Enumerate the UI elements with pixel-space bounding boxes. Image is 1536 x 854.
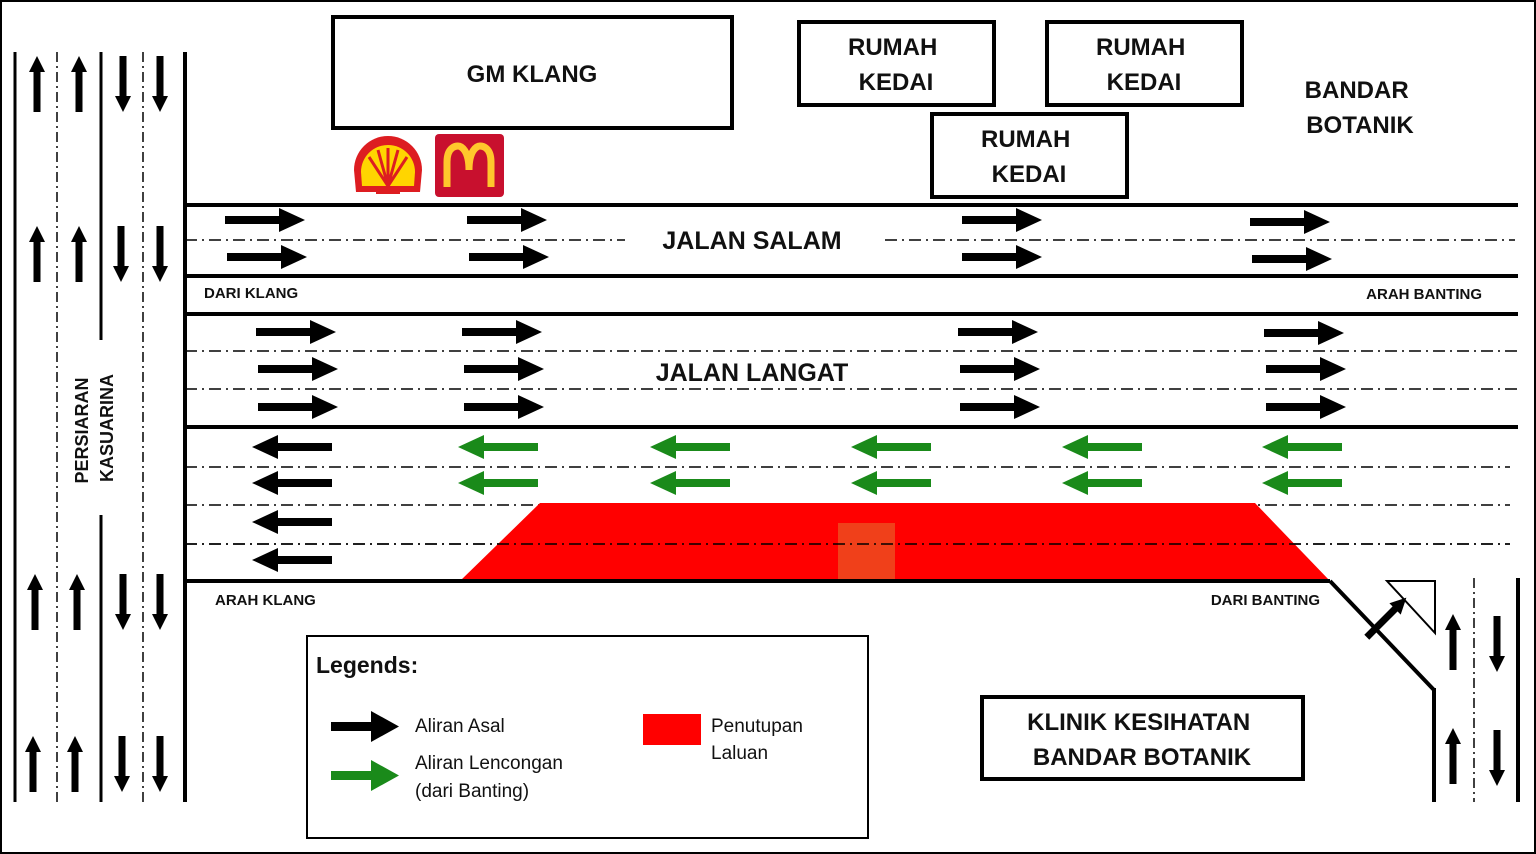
legend-box	[306, 635, 869, 839]
closure-marker	[838, 523, 895, 580]
rumah-kedai-building-1	[797, 20, 996, 107]
rumah-kedai-1-line1: RUMAH	[848, 34, 937, 61]
svg-text:Penutupan Laluan: Penutupan Laluan	[711, 716, 808, 764]
jalan-langat-label: JALAN LANGAT	[656, 359, 849, 387]
dari-banting-label: DARI BANTING	[1211, 592, 1320, 609]
klinik-line1: KLINIK KESIHATAN	[1027, 709, 1250, 736]
rumah-kedai-3-line1: RUMAH	[981, 126, 1070, 153]
rumah-kedai-building-3	[930, 112, 1129, 199]
legend-closure-line1: Penutupan	[711, 716, 803, 737]
svg-text:RUMAH KEDAI: RUMAH KEDAI	[848, 34, 944, 96]
jalan-salam-road	[185, 203, 1518, 278]
legend-detour-flow-line2: (dari Banting)	[415, 781, 529, 802]
rumah-kedai-1-line2: KEDAI	[859, 69, 934, 96]
svg-text:Aliran Lencongan (dari Ban: Aliran Lencongan (dari Banting)	[415, 753, 568, 802]
legend-original-flow-icon	[331, 711, 399, 742]
rumah-kedai-3-line2: KEDAI	[992, 161, 1067, 188]
klinik-line2: BANDAR BOTANIK	[1033, 744, 1252, 771]
rumah-kedai-building-2	[1045, 20, 1244, 107]
jalan-salam-label: JALAN SALAM	[662, 227, 841, 255]
arah-banting-label: ARAH BANTING	[1366, 286, 1482, 303]
gm-klang-label: GM KLANG	[467, 61, 598, 88]
bandar-botanik-line2: BOTANIK	[1306, 112, 1414, 139]
dari-klang-label: DARI KLANG	[204, 285, 298, 302]
bandar-botanik-line1: BANDAR	[1305, 77, 1409, 104]
legend-closure-swatch	[643, 714, 701, 745]
svg-text:KLINIK KESIHATAN BANDAR BO: KLINIK KESIHATAN BANDAR BOTANIK	[1027, 709, 1257, 771]
persiaran-label-line1: PERSIARAN	[72, 378, 92, 484]
arah-klang-label: ARAH KLANG	[215, 592, 316, 609]
svg-text:RUMAH KEDAI: RUMAH KEDAI	[1096, 34, 1192, 96]
rumah-kedai-2-line2: KEDAI	[1107, 69, 1182, 96]
klinik-building	[980, 695, 1305, 781]
svg-text:BANDAR BOTANIK: BANDAR BOTANIK	[1305, 77, 1416, 139]
svg-text:RUMAH KEDAI: RUMAH KEDAI	[981, 126, 1077, 188]
legend-title: Legends:	[316, 652, 418, 678]
gm-klang-building	[331, 15, 734, 130]
legend-detour-flow-icon	[331, 760, 399, 791]
svg-text:PERSIARAN KASUARINA: PERSIARAN KASUARINA	[72, 372, 117, 483]
shell-logo	[354, 136, 422, 194]
legend-detour-flow-line1: Aliran Lencongan	[415, 753, 563, 774]
rumah-kedai-2-line1: RUMAH	[1096, 34, 1185, 61]
legend-closure-line2: Laluan	[711, 743, 768, 764]
legend-original-flow-label: Aliran Asal	[415, 716, 505, 737]
mcdonalds-logo	[435, 134, 504, 197]
side-road-bandar-botanik	[1328, 578, 1520, 802]
persiaran-label-line2: KASUARINA	[97, 374, 117, 482]
